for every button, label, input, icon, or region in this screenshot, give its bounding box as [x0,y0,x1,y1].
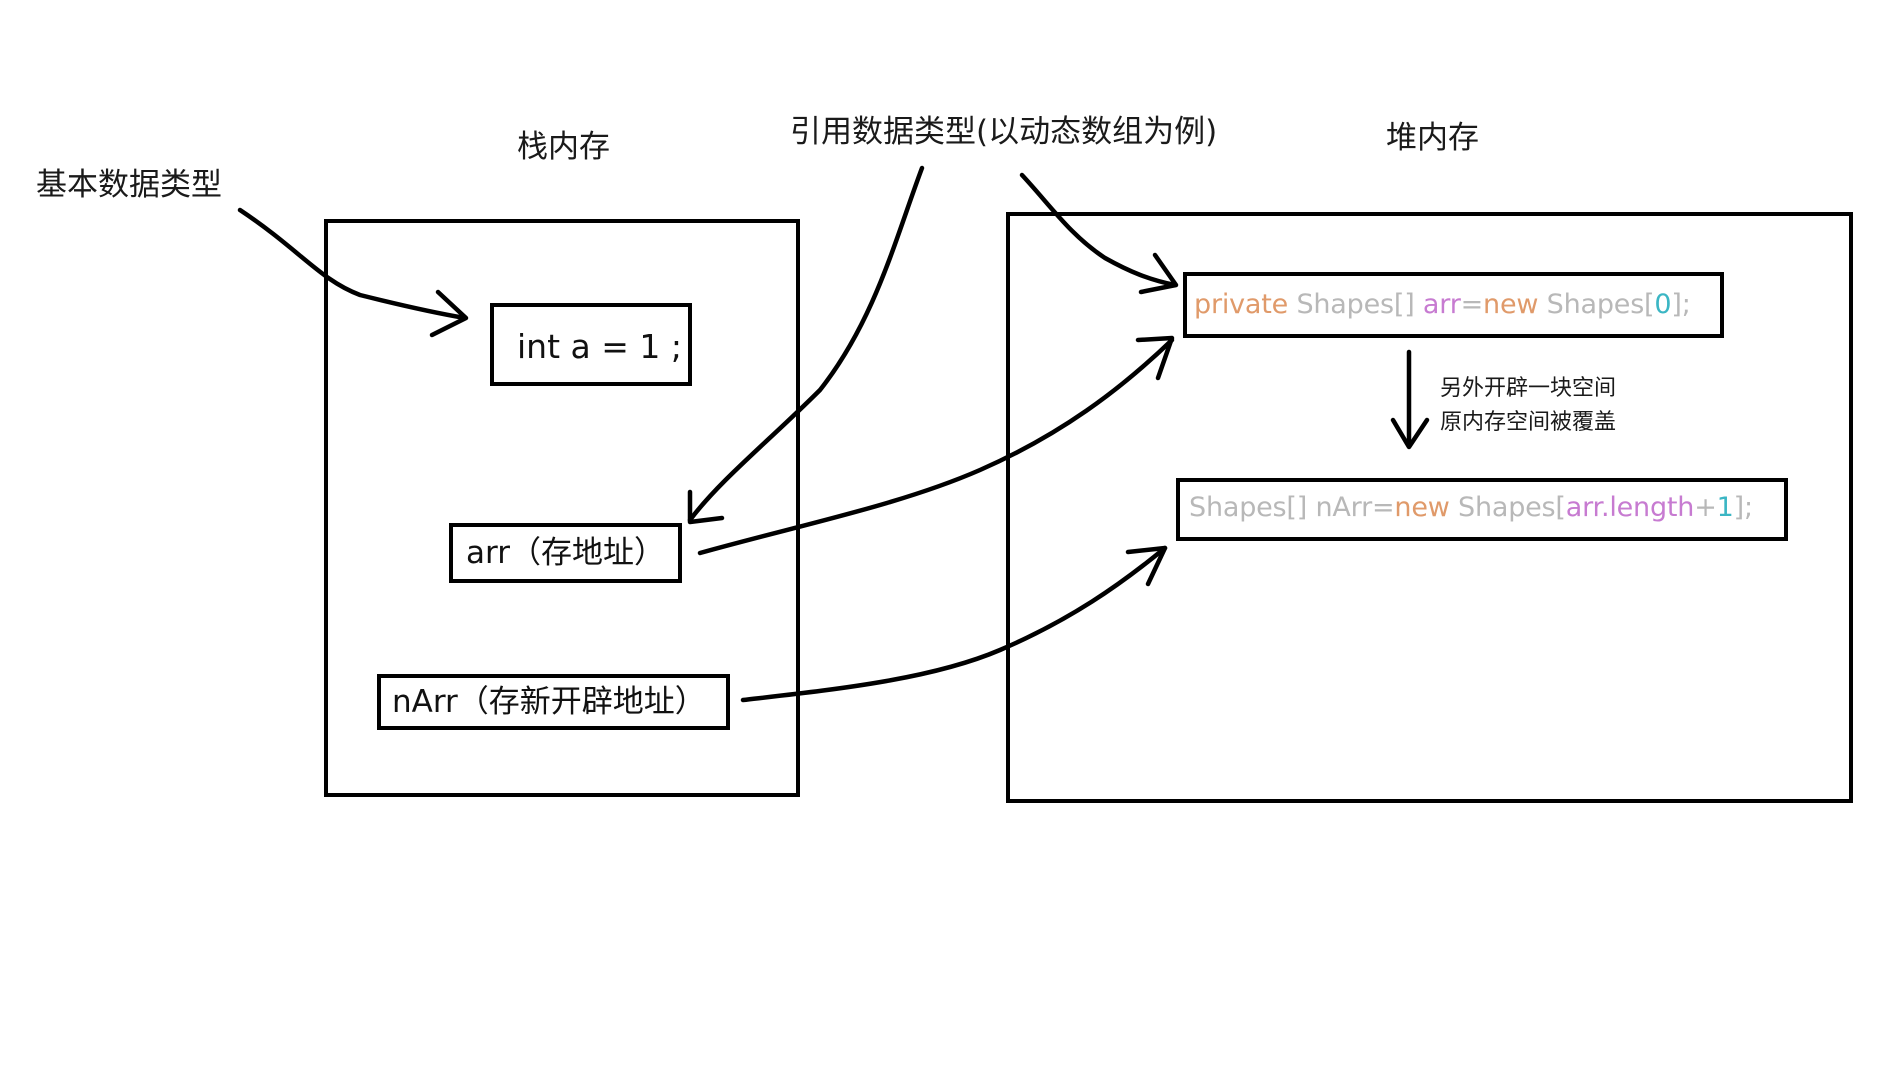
arrowhead-reference-heap [1138,252,1179,295]
arrow-narr-to-heap [740,545,1168,703]
heap-array-code-token-3: = [1460,289,1484,320]
narr-text: nArr（存新开辟地址） [392,684,706,720]
heap-array-code-token-4: new [1483,289,1539,320]
heap-new-array-code: Shapes[] nArr=new Shapes[arr.length+1]; [1189,494,1753,521]
arr-box [449,523,682,583]
arrowhead-down-heap [1390,417,1430,450]
heap-new-array-code-token-2: Shapes[ [1449,492,1566,523]
arrow-reference-to-heap [1019,172,1178,288]
heap-memory-label: 堆内存 [1386,120,1479,156]
heap-array-code-token-0: private [1194,289,1289,320]
int-declaration-box [490,303,692,386]
heap-new-array-box [1176,478,1788,541]
heap-new-array-code-token-6: ]; [1733,492,1753,523]
stack-memory-label: 栈内存 [517,129,610,165]
arr-text: arr（存地址） [466,535,665,571]
narr-box [377,674,730,730]
heap-array-box [1183,272,1724,338]
heap-array-code-token-2: arr [1422,289,1461,320]
note-overwritten: 原内存空间被覆盖 [1440,410,1617,435]
reference-type-label: 引用数据类型(以动态数组为例) [790,114,1218,150]
arrowhead-narr-heap [1125,545,1168,587]
note-new-space: 另外开辟一块空间 [1440,376,1617,401]
arrow-primitive-to-int [237,207,468,321]
primitive-type-label: 基本数据类型 [36,167,222,203]
heap-new-array-code-token-5: 1 [1716,492,1734,523]
heap-new-array-code-token-3: arr.length [1565,492,1695,523]
arrow-reference-to-arr [687,165,925,523]
heap-new-array-code-token-1: new [1394,492,1450,523]
heap-array-code-token-7: ]; [1671,289,1691,320]
heap-array-code: private Shapes[] arr=new Shapes[0]; [1194,291,1691,318]
arrowhead-reference-arr [687,489,725,525]
heap-new-array-code-token-0: Shapes[] nArr= [1189,492,1395,523]
heap-array-code-token-1: Shapes[] [1288,289,1423,320]
arrow-arr-to-heap [697,337,1175,556]
heap-array-code-token-6: 0 [1654,289,1672,320]
heap-new-array-code-token-4: + [1694,492,1717,523]
int-declaration-text: int a = 1 ; [517,327,682,366]
arrowhead-arr-heap [1135,335,1175,381]
heap-array-code-token-5: Shapes[ [1538,289,1655,320]
arrowhead-primitive [429,289,469,338]
